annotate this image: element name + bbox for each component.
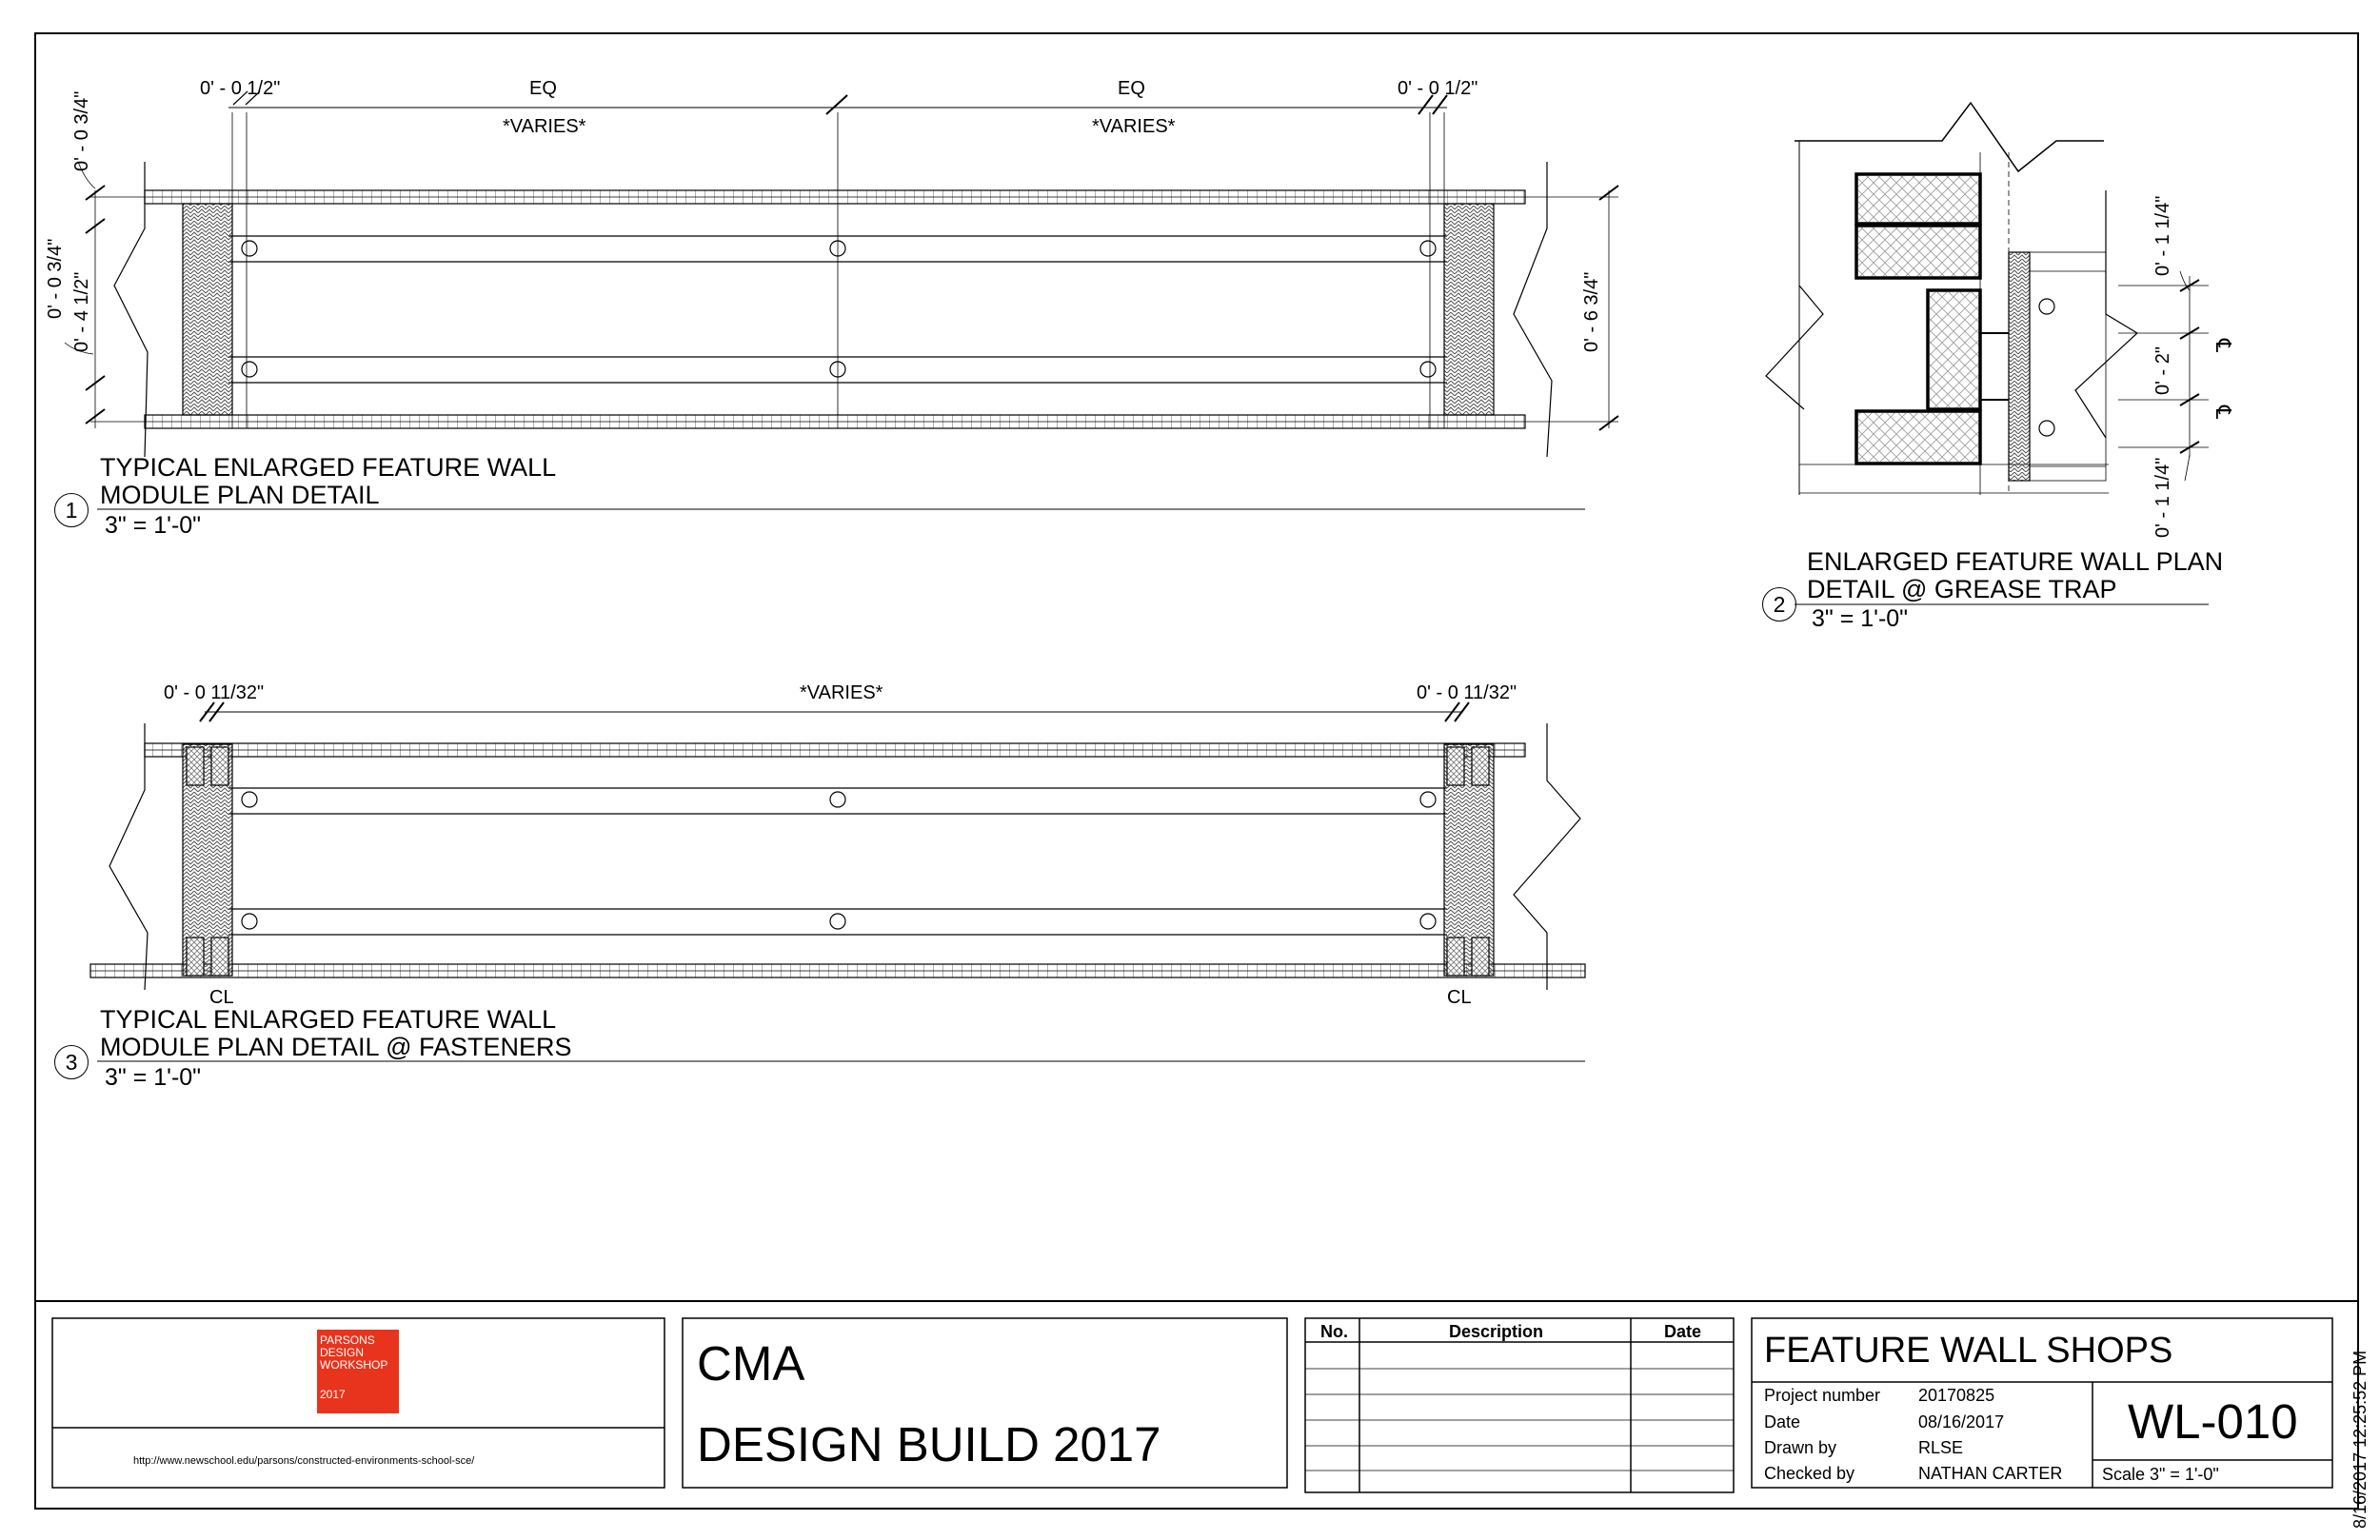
school-url[interactable]: http://www.newschool.edu/parsons/constru… bbox=[133, 1455, 475, 1467]
project-name: DESIGN BUILD 2017 bbox=[697, 1417, 1161, 1471]
d2-vdim-top: 0' - 1 1/4" bbox=[2152, 195, 2173, 276]
detail-1-scale: 3" = 1'-0" bbox=[105, 512, 202, 539]
d2-vdim-mid: 0' - 2" bbox=[2152, 346, 2173, 395]
svg-text:℄: ℄ bbox=[2211, 405, 2235, 420]
svg-text:℄: ℄ bbox=[2211, 338, 2235, 353]
client-name: CMA bbox=[697, 1336, 805, 1391]
d3-cl-left: CL bbox=[209, 987, 234, 1008]
field-label-checked-by: Checked by bbox=[1764, 1464, 1855, 1483]
field-value-checked-by: NATHAN CARTER bbox=[1918, 1464, 2063, 1483]
d1-dim-left: 0' - 0 1/2" bbox=[200, 78, 281, 99]
sheet-border bbox=[34, 32, 2359, 1510]
d1-vdim-mid: 0' - 0 3/4" bbox=[45, 238, 66, 319]
field-value-date: 08/16/2017 bbox=[1918, 1412, 2005, 1431]
detail-1-title-line1: TYPICAL ENLARGED FEATURE WALL bbox=[100, 453, 557, 482]
detail-2-title-line2: DETAIL @ GREASE TRAP bbox=[1807, 575, 2117, 603]
d1-eq-left: EQ bbox=[529, 78, 557, 99]
d1-eq-right: EQ bbox=[1118, 78, 1145, 99]
detail-3-title-line2: MODULE PLAN DETAIL @ FASTENERS bbox=[100, 1033, 572, 1061]
detail-2-drawing: ℄ ℄ bbox=[1765, 101, 2235, 605]
d1-varies-right: *VARIES* bbox=[1092, 116, 1176, 137]
print-timestamp: 8/16/2017 12:25:52 PM bbox=[2350, 1350, 2370, 1529]
d3-dim-left: 0' - 0 11/32" bbox=[164, 682, 265, 703]
logo-line-3: WORKSHOP bbox=[320, 1358, 388, 1372]
detail-3-title-line1: TYPICAL ENLARGED FEATURE WALL bbox=[100, 1005, 557, 1034]
detail-3-drawing bbox=[89, 701, 1586, 1062]
detail-3-number: 3 bbox=[54, 1045, 89, 1079]
d1-vdim-overall: 0' - 6 3/4" bbox=[1581, 271, 1602, 352]
detail-2-scale: 3" = 1'-0" bbox=[1812, 605, 1909, 632]
d1-dim-right: 0' - 0 1/2" bbox=[1398, 78, 1478, 99]
field-label-drawn-by: Drawn by bbox=[1764, 1438, 1837, 1457]
detail-1-title-line2: MODULE PLAN DETAIL bbox=[100, 481, 380, 509]
logo-block bbox=[317, 1330, 399, 1413]
field-value-drawn-by: RLSE bbox=[1918, 1438, 1964, 1457]
logo-line-1: PARSONS bbox=[320, 1333, 375, 1347]
field-label-date: Date bbox=[1764, 1412, 1801, 1431]
field-label-project-number: Project number bbox=[1764, 1386, 1881, 1405]
logo-year: 2017 bbox=[320, 1388, 346, 1401]
logo-line-2: DESIGN bbox=[320, 1346, 365, 1359]
detail-1-drawing bbox=[64, 90, 1619, 510]
rev-header-date: Date bbox=[1664, 1322, 1702, 1341]
detail-1-number: 1 bbox=[54, 493, 89, 527]
field-value-project-number: 20170825 bbox=[1918, 1386, 1995, 1405]
sheet-number: WL-010 bbox=[2128, 1394, 2298, 1449]
d1-varies-left: *VARIES* bbox=[503, 116, 586, 137]
rev-header-description: Description bbox=[1449, 1322, 1544, 1341]
rev-header-no: No. bbox=[1320, 1322, 1348, 1341]
logo: PARSONS DESIGN WORKSHOP 2017 bbox=[320, 1334, 400, 1401]
detail-3-scale: 3" = 1'-0" bbox=[105, 1064, 202, 1091]
detail-2-title-line1: ENLARGED FEATURE WALL PLAN bbox=[1807, 547, 2224, 576]
titleblock-scale: Scale 3" = 1'-0" bbox=[2102, 1465, 2219, 1484]
d1-vdim-top: 0' - 0 3/4" bbox=[71, 90, 92, 171]
titleblock-frames bbox=[51, 1317, 2333, 1493]
detail-2-number: 2 bbox=[1762, 587, 1796, 622]
sheet-title: FEATURE WALL SHOPS bbox=[1764, 1331, 2173, 1371]
d2-vdim-bottom: 0' - 1 1/4" bbox=[2152, 457, 2173, 538]
d3-varies: *VARIES* bbox=[800, 682, 883, 703]
d3-cl-right: CL bbox=[1447, 987, 1472, 1008]
d1-vdim-inner: 0' - 4 1/2" bbox=[71, 271, 92, 352]
d3-dim-right: 0' - 0 11/32" bbox=[1417, 682, 1517, 703]
